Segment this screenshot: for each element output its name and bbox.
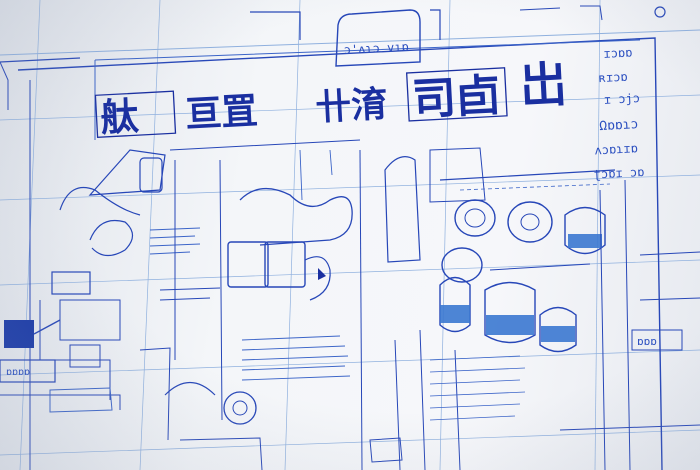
drawing-frame xyxy=(0,37,663,470)
top-label-box: ɔ'ʌɿɔ vıɒ xyxy=(250,9,441,67)
center-schematic xyxy=(139,139,363,470)
left-schematic: ɒɒɒɒ xyxy=(0,149,201,413)
note-6: ʈɔɒɪ ɔɒ xyxy=(593,165,644,182)
note-4: Ωɒɒɿɔ xyxy=(599,117,639,134)
headline: 舦 亘罝 卄淯 司卣 岀 xyxy=(94,57,569,140)
top-label: ɔ'ʌɿɔ vıɒ xyxy=(343,40,409,57)
bottom-right-label: ɒɒɒ xyxy=(637,335,657,348)
note-5: ʌɔɒɿɪɒ xyxy=(594,141,638,157)
note-1: ɪɔɒɒ xyxy=(603,45,633,60)
corner-marks xyxy=(0,5,666,110)
headline-block-3: 卄淯 xyxy=(314,84,388,129)
bottom-left-label: ɒɒɒɒ xyxy=(6,367,30,378)
right-schematic: ɒɒɒ xyxy=(369,147,700,470)
headline-block-5: 岀 xyxy=(518,57,569,115)
gauge-cluster xyxy=(439,199,606,353)
headline-block-1: 舦 xyxy=(99,94,139,140)
headline-block-2: 亘罝 xyxy=(184,91,258,136)
note-3: ɪ ɔjɔ xyxy=(604,91,641,107)
right-notes: ɪɔɒɒ ʀɪɔɒ ɪ ɔjɔ Ωɒɒɿɔ ʌɔɒɿɪɒ ʈɔɒɪ ɔɒ xyxy=(593,45,644,182)
note-2: ʀɪɔɒ xyxy=(598,70,628,85)
